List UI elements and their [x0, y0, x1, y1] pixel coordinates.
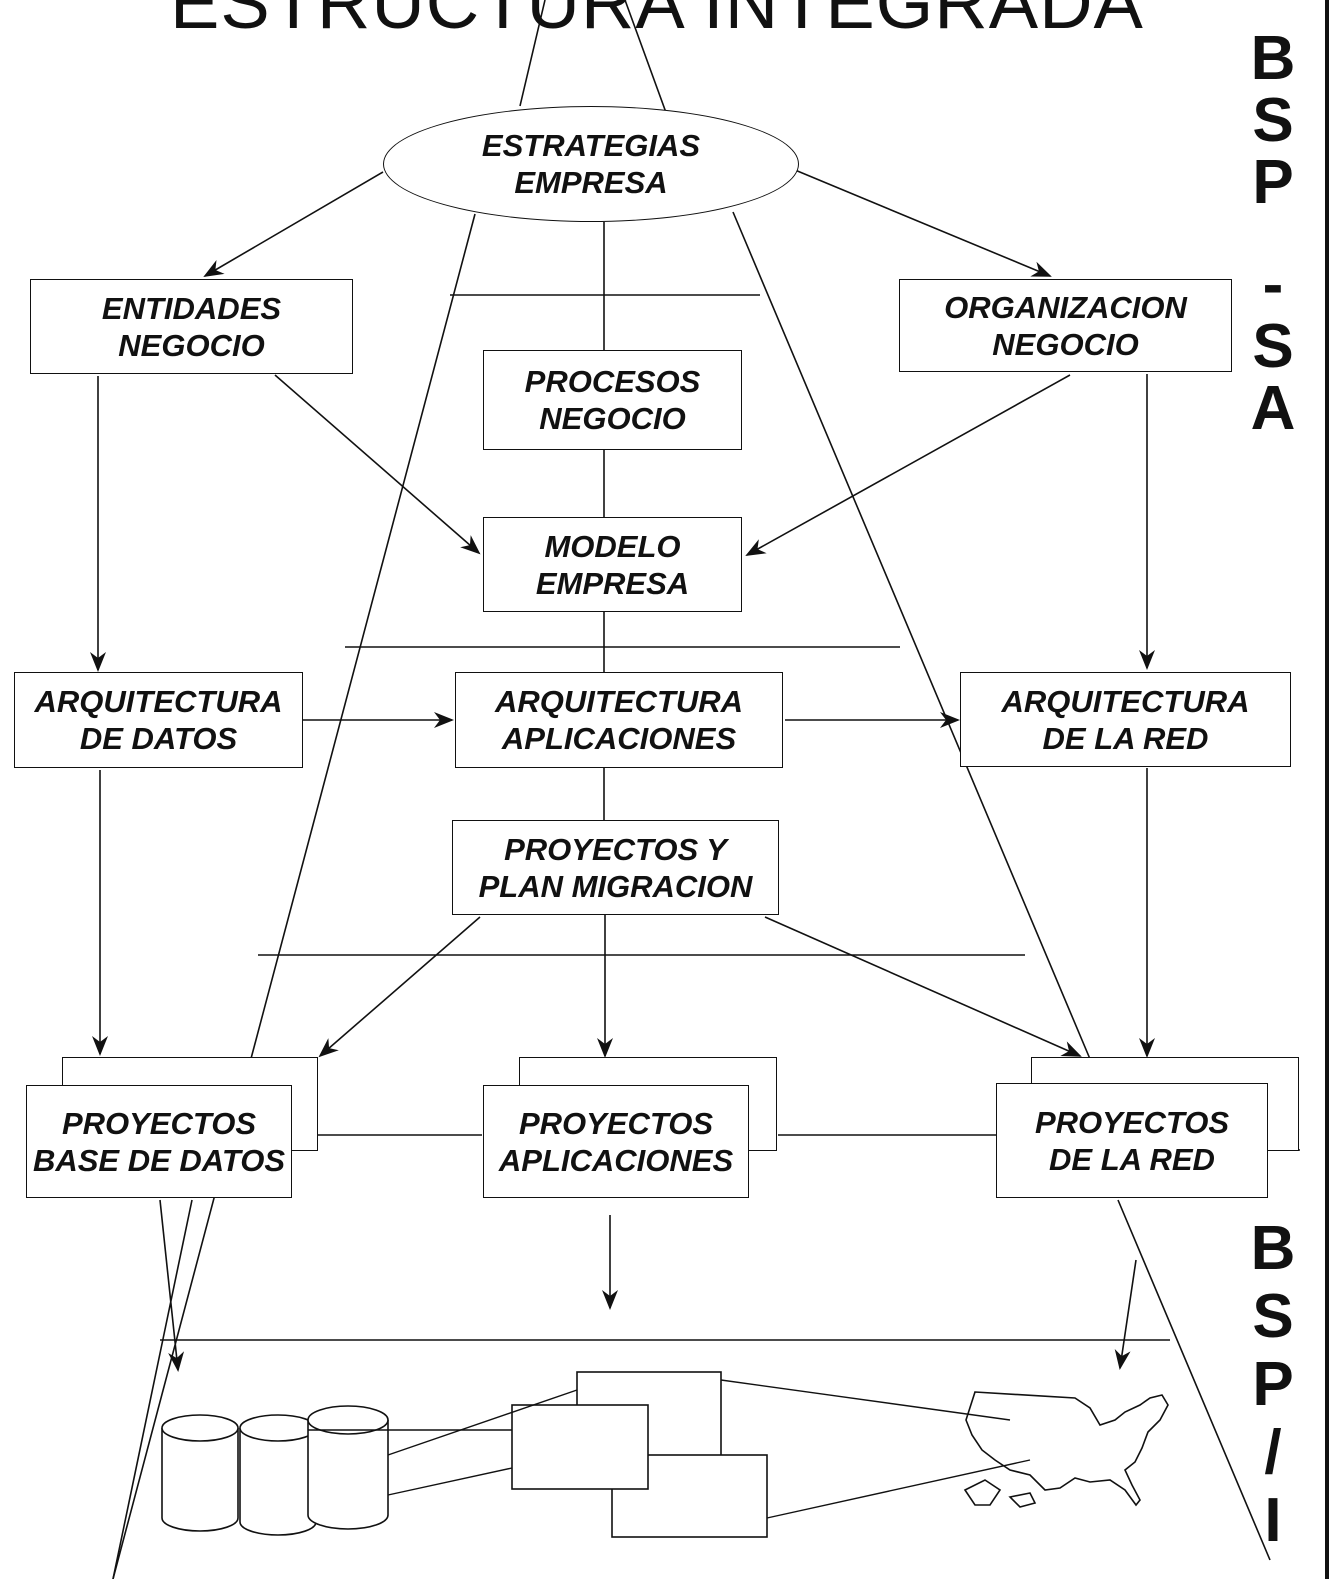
proy-apl-line1: PROYECTOS — [518, 1105, 714, 1141]
arq-red-line2: DE LA RED — [1042, 720, 1209, 756]
arrow-organizacion-modelo — [745, 374, 1071, 556]
side-upper-1: S — [1252, 86, 1294, 155]
plan-line2: PLAN MIGRACION — [478, 868, 753, 904]
side-label-bsp-i: B S P / I — [1243, 1215, 1303, 1555]
us-map-icon — [963, 1391, 1169, 1508]
pyramid-lower-left-b — [112, 1338, 164, 1579]
entidades-line2: NEGOCIO — [118, 327, 265, 363]
proy-apl-line2: APLICACIONES — [498, 1142, 734, 1178]
proy-bd-line2: BASE DE DATOS — [32, 1142, 286, 1178]
arquitectura-red-box: ARQUITECTURA DE LA RED — [960, 672, 1291, 767]
arrow-estrategias-entidades — [203, 171, 384, 278]
organizacion-line1: ORGANIZACION — [944, 289, 1187, 325]
proyectos-plan-migracion-box: PROYECTOS Y PLAN MIGRACION — [452, 820, 779, 915]
procesos-negocio-box: PROCESOS NEGOCIO — [483, 350, 742, 450]
link-db-app-1 — [387, 1389, 578, 1456]
entidades-line1: ENTIDADES — [101, 290, 282, 326]
pyramid-apex-right — [624, 0, 669, 119]
arq-datos-line2: DE DATOS — [79, 721, 238, 756]
pyramid-right-edge-lower — [1117, 1199, 1271, 1561]
arrow-estrategias-organizacion — [794, 169, 1052, 277]
organizacion-line2: NEGOCIO — [992, 326, 1139, 362]
arrow-plan-proyred — [764, 916, 1082, 1057]
side-upper-3: - — [1262, 250, 1284, 319]
side-label-bsp-sa: B S P - S A — [1243, 28, 1303, 440]
side-lower-4: I — [1264, 1486, 1282, 1555]
application-stack-icon — [511, 1371, 768, 1538]
diagram-title: ESTRUCTURA INTEGRADA — [170, 0, 1144, 44]
proyectos-aplicaciones-box: PROYECTOS APLICACIONES — [483, 1085, 749, 1198]
arrow-proybd-down — [159, 1199, 185, 1372]
arq-apl-line1: ARQUITECTURA — [495, 684, 743, 719]
arquitectura-aplicaciones-box: ARQUITECTURA APLICACIONES — [455, 672, 783, 768]
arq-datos-line1: ARQUITECTURA — [34, 684, 283, 719]
pyramid-lower-left-a — [162, 1199, 193, 1340]
side-lower-3: / — [1264, 1418, 1282, 1487]
plan-line1: PROYECTOS Y — [504, 831, 727, 867]
proyectos-base-datos-box: PROYECTOS BASE DE DATOS — [26, 1085, 292, 1198]
pyramid-left-edge — [112, 213, 476, 1579]
arrow-entidades-modelo — [274, 374, 481, 555]
modelo-empresa-box: MODELO EMPRESA — [483, 517, 742, 612]
estrategias-line2: EMPRESA — [514, 165, 668, 200]
pyramid-right-edge — [732, 211, 1091, 1060]
side-upper-0: B — [1250, 24, 1296, 93]
link-app-map-1 — [720, 1379, 1011, 1421]
database-cylinders-icon — [161, 1405, 389, 1536]
procesos-line1: PROCESOS — [524, 364, 701, 399]
link-app-map-2 — [766, 1459, 1031, 1519]
proy-red-line2: DE LA RED — [1049, 1141, 1215, 1177]
proy-bd-line1: PROYECTOS — [61, 1105, 257, 1141]
arrow-plan-proybd — [318, 916, 481, 1058]
side-upper-4: S — [1252, 312, 1294, 381]
side-lower-1: S — [1252, 1282, 1294, 1351]
arrow-proyred-down — [1114, 1259, 1137, 1370]
arq-red-line1: ARQUITECTURA — [1001, 683, 1250, 719]
proyectos-red-box: PROYECTOS DE LA RED — [996, 1083, 1268, 1198]
organizacion-negocio-box: ORGANIZACION NEGOCIO — [899, 279, 1232, 372]
side-upper-2: P — [1252, 148, 1294, 217]
link-db-app-2 — [387, 1467, 513, 1496]
right-frame-edge — [1325, 0, 1329, 1579]
estrategias-empresa-node: ESTRATEGIAS EMPRESA — [383, 106, 799, 222]
arquitectura-datos-box: ARQUITECTURA DE DATOS — [14, 672, 303, 768]
arq-apl-line2: APLICACIONES — [501, 721, 737, 756]
pyramid-apex-left — [519, 0, 546, 107]
modelo-line1: MODELO — [544, 528, 681, 564]
proy-red-line1: PROYECTOS — [1034, 1104, 1230, 1140]
modelo-line2: EMPRESA — [535, 565, 690, 601]
estrategias-line1: ESTRATEGIAS — [481, 128, 701, 163]
side-lower-2: P — [1252, 1350, 1294, 1419]
side-upper-5: A — [1250, 374, 1296, 443]
procesos-line2: NEGOCIO — [539, 401, 686, 436]
entidades-negocio-box: ENTIDADES NEGOCIO — [30, 279, 353, 374]
side-lower-0: B — [1250, 1214, 1296, 1283]
